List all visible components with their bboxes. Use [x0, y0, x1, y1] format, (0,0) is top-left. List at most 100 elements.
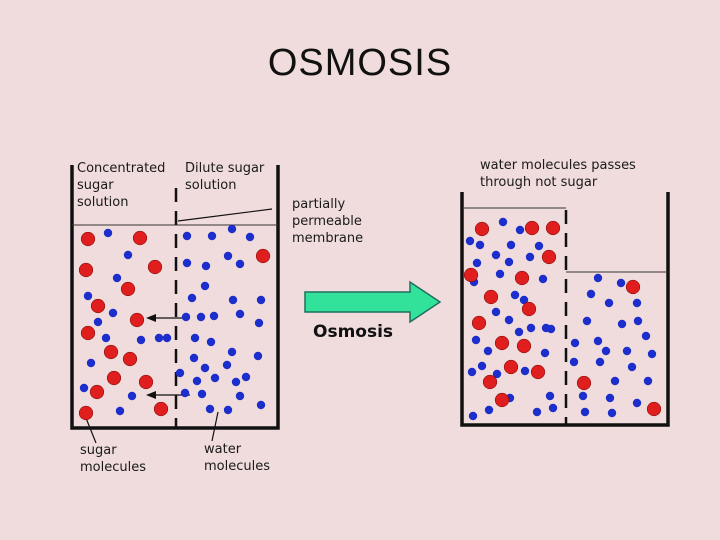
- sugar-pointer-line: [85, 417, 97, 444]
- water-molecule: [520, 366, 530, 376]
- water-molecule: [222, 360, 232, 370]
- water-molecule: [182, 231, 192, 241]
- water-molecule: [534, 241, 544, 251]
- water-molecule: [491, 307, 501, 317]
- water-molecule: [519, 295, 529, 305]
- sugar-molecule: [122, 351, 138, 367]
- water-molecule: [256, 295, 266, 305]
- water-molecule: [101, 333, 111, 343]
- water-molecule: [632, 298, 642, 308]
- water-molecules-label: water molecules: [204, 442, 270, 474]
- water-molecule: [538, 274, 548, 284]
- dilute-solution-label: Dilute sugar solution: [185, 161, 265, 193]
- water-pointer-line: [211, 411, 219, 442]
- water-molecule: [622, 346, 632, 356]
- water-molecule: [209, 311, 219, 321]
- water-molecule: [647, 349, 657, 359]
- sugar-molecule: [78, 405, 94, 421]
- sugar-molecule: [106, 370, 122, 386]
- water-molecule: [532, 407, 542, 417]
- water-molecule: [468, 411, 478, 421]
- sugar-molecule: [80, 325, 96, 341]
- sugar-molecule: [494, 335, 510, 351]
- sugar-molecule: [132, 230, 148, 246]
- water-molecule: [86, 358, 96, 368]
- sugar-molecule: [524, 220, 540, 236]
- water-molecule: [617, 319, 627, 329]
- water-molecule: [93, 317, 103, 327]
- water-molecule: [187, 293, 197, 303]
- sugar-molecule: [483, 289, 499, 305]
- water-molecule: [465, 236, 475, 246]
- sugar-molecule: [541, 249, 557, 265]
- water-molecule: [548, 403, 558, 413]
- water-molecule: [484, 405, 494, 415]
- water-molecule: [115, 406, 125, 416]
- water-molecule: [472, 258, 482, 268]
- water-molecule: [495, 269, 505, 279]
- osmosis-label: Osmosis: [313, 322, 394, 342]
- water-molecule: [595, 357, 605, 367]
- water-molecule: [570, 338, 580, 348]
- water-molecule: [103, 228, 113, 238]
- water-molecule: [227, 347, 237, 357]
- osmosis-arrow: [304, 280, 442, 324]
- sugar-molecule: [255, 248, 271, 264]
- sugar-molecule: [646, 401, 662, 417]
- water-molecule: [607, 408, 617, 418]
- water-molecule: [196, 312, 206, 322]
- water-molecule: [483, 346, 493, 356]
- sugar-molecule: [521, 301, 537, 317]
- water-molecule: [197, 389, 207, 399]
- sugar-molecule: [80, 231, 96, 247]
- sugar-molecule: [90, 298, 106, 314]
- water-molecule: [616, 278, 626, 288]
- water-molecule: [189, 353, 199, 363]
- water-molecule: [231, 377, 241, 387]
- water-molecule: [605, 393, 615, 403]
- water-molecule: [491, 250, 501, 260]
- water-molecule: [633, 316, 643, 326]
- sugar-molecule: [138, 374, 154, 390]
- water-molecule: [477, 361, 487, 371]
- water-molecule: [578, 391, 588, 401]
- water-molecule: [241, 372, 251, 382]
- sugar-molecule: [147, 259, 163, 275]
- water-molecule: [123, 250, 133, 260]
- water-molecule: [593, 273, 603, 283]
- water-molecule: [601, 346, 611, 356]
- sugar-molecule: [514, 270, 530, 286]
- water-molecule: [227, 224, 237, 234]
- water-molecule: [514, 327, 524, 337]
- water-molecule: [506, 240, 516, 250]
- sugar-molecule: [89, 384, 105, 400]
- water-molecule: [475, 240, 485, 250]
- water-molecule: [154, 333, 164, 343]
- water-molecule: [79, 383, 89, 393]
- water-molecule: [526, 323, 536, 333]
- water-molecule: [510, 290, 520, 300]
- water-molecule: [180, 388, 190, 398]
- sugar-molecule: [576, 375, 592, 391]
- water-molecule: [181, 312, 191, 322]
- water-molecule: [136, 335, 146, 345]
- water-molecule: [235, 391, 245, 401]
- sugar-molecule: [503, 359, 519, 375]
- water-molecule: [127, 391, 137, 401]
- water-molecule: [569, 357, 579, 367]
- page-title: OSMOSIS: [267, 42, 453, 84]
- water-molecule: [504, 315, 514, 325]
- water-molecule: [467, 367, 477, 377]
- sugar-molecule: [530, 364, 546, 380]
- water-molecule: [175, 368, 185, 378]
- water-molecule: [641, 331, 651, 341]
- water-molecule: [108, 308, 118, 318]
- left-beaker: [70, 165, 280, 430]
- water-molecule: [201, 261, 211, 271]
- water-molecule: [580, 407, 590, 417]
- sugar-molecule: [516, 338, 532, 354]
- membrane-pointer-line: [177, 208, 273, 222]
- water-molecule: [627, 362, 637, 372]
- sugar-molecule: [78, 262, 94, 278]
- water-molecule: [610, 376, 620, 386]
